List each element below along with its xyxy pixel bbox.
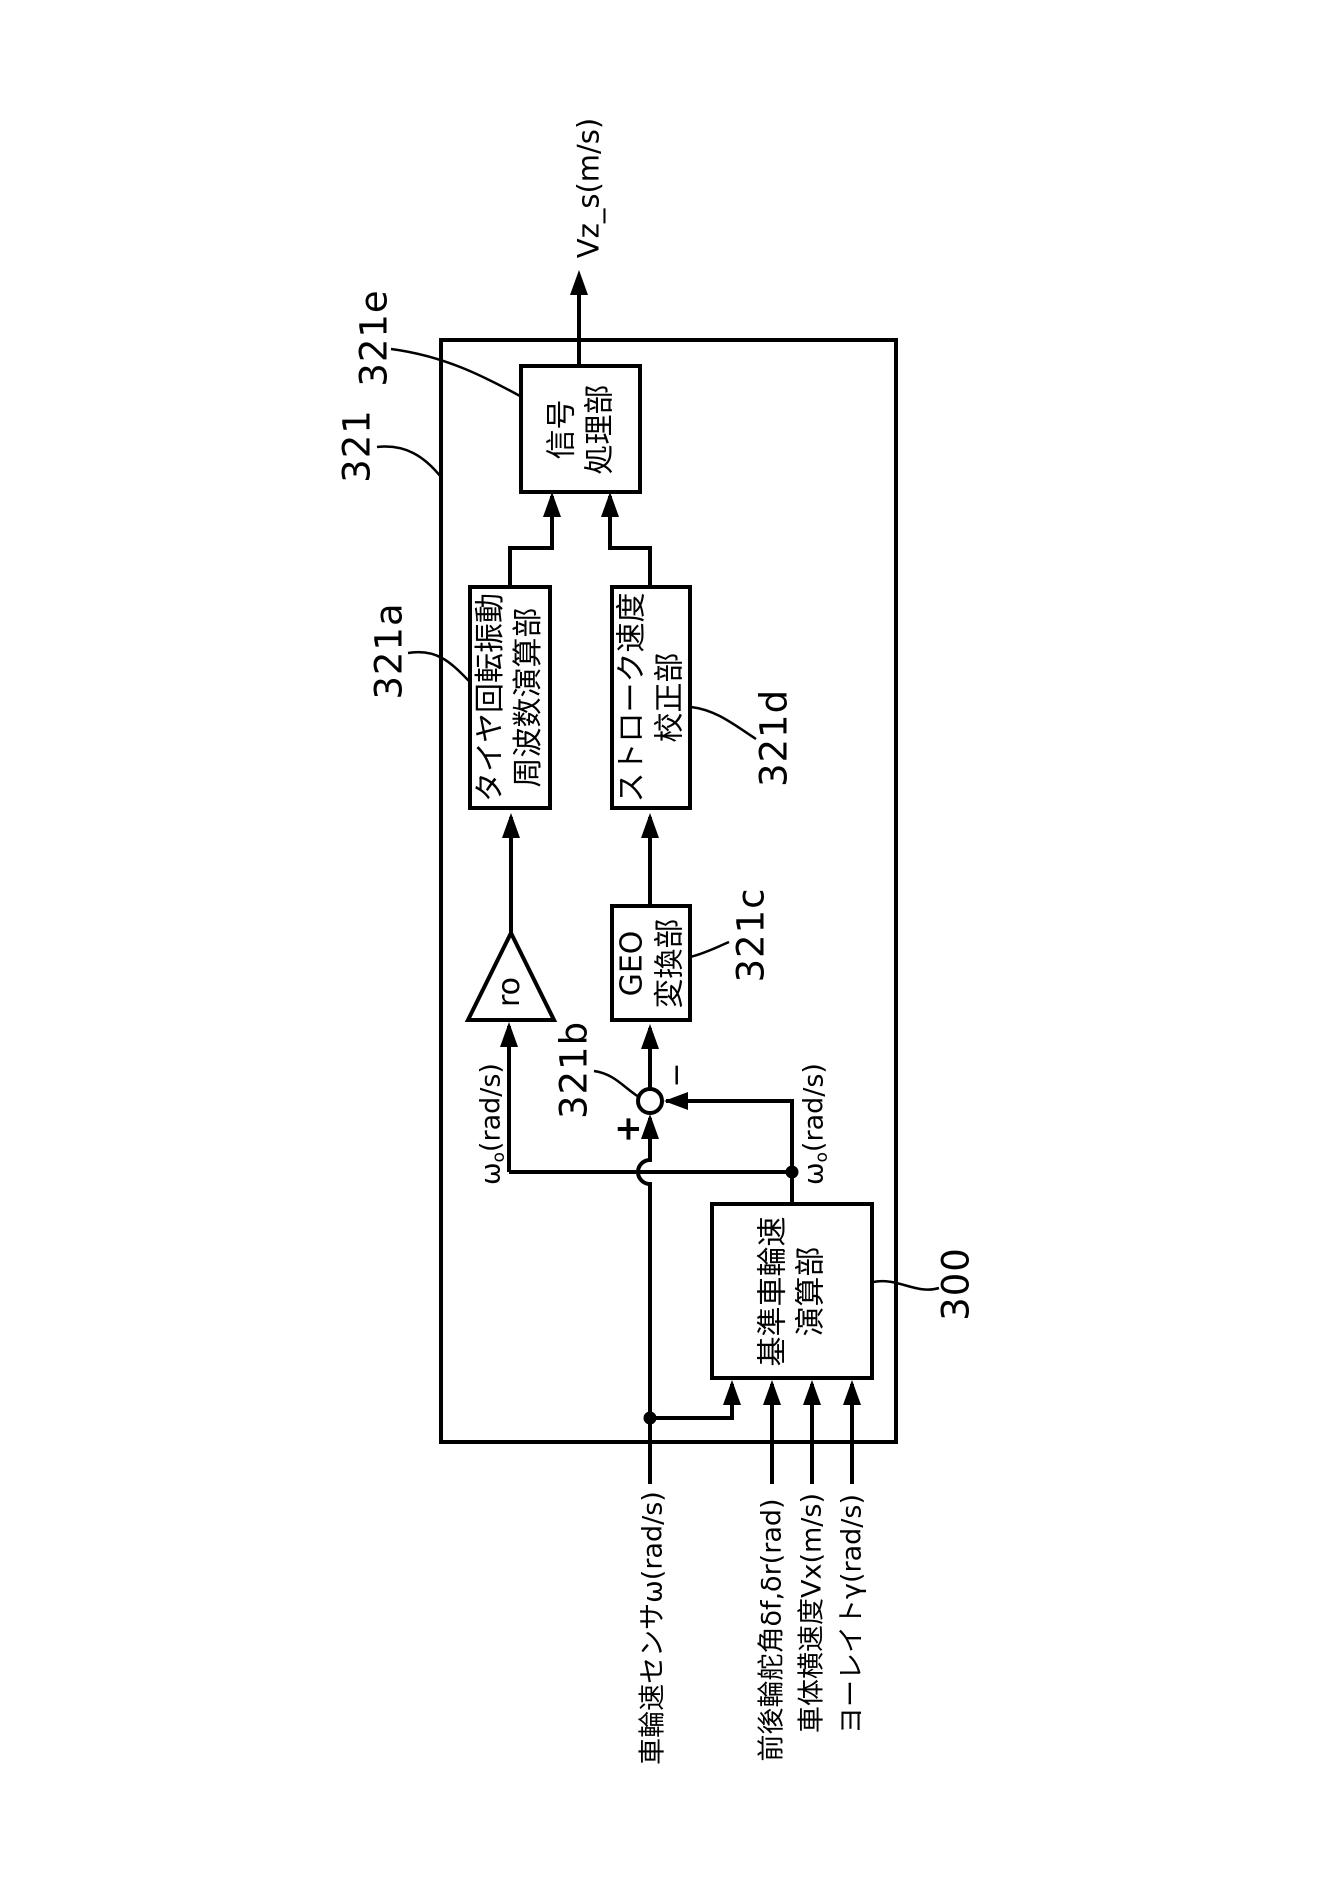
ref-321b: 321b: [552, 1020, 596, 1120]
arrowhead-minus-input: [664, 1092, 688, 1110]
geo-box: [610, 904, 692, 1022]
summing-junction-circle: [636, 1087, 664, 1115]
arrowhead-box300-in3: [803, 1380, 821, 1405]
leader-321e: [390, 347, 521, 398]
omega-unit: (rad/s): [798, 1063, 830, 1153]
junction-dot-omega0: [785, 1165, 799, 1179]
stroke-caption-line1: ストローク速度: [614, 592, 650, 803]
leader-321a: [407, 650, 471, 683]
arrowhead-output: [570, 270, 588, 295]
ref-321e: 321e: [352, 289, 396, 387]
stroke-speed-box: [610, 585, 692, 810]
tire-freq-caption: タイヤ回転振動周波数演算部: [470, 587, 550, 808]
ref-300: 300: [934, 1247, 978, 1321]
stroke-speed-caption: ストローク速度校正部: [612, 587, 690, 808]
input-label-yaw-rate: ヨーレイトγ(rad/s): [836, 1494, 868, 1734]
signal-caption-line1: 信号: [544, 399, 579, 459]
ref-321d: 321d: [752, 688, 796, 788]
input-label-steer-angle: 前後輪舵角δf,δr(rad): [756, 1498, 788, 1762]
leader-300: [872, 1279, 940, 1291]
signal-processing-box: [519, 364, 642, 494]
arrowhead-into-signal-right: [601, 492, 619, 517]
arrowhead-into-gain: [500, 1022, 518, 1047]
wheel-branch-line: [650, 1384, 734, 1420]
omega-glyph: ω: [475, 1162, 507, 1185]
arrowhead-box300-in1: [723, 1380, 741, 1405]
arrowhead-box300-in2: [763, 1380, 781, 1405]
arrowhead-into-stroke: [641, 813, 659, 838]
stroke-to-signal-line: [608, 496, 652, 587]
outer-box: [439, 338, 898, 1444]
omega0-label-left: ωo(rad/s): [475, 1063, 508, 1185]
arrowhead-into-geo: [641, 1024, 659, 1049]
leader-321d: [690, 705, 757, 741]
signal-processing-caption: 信号処理部: [521, 366, 640, 492]
omega-glyph: ω: [798, 1162, 830, 1185]
tire-caption-line1: タイヤ回転振動: [473, 592, 509, 803]
leader-321c: [689, 940, 730, 959]
wheel-speed-line: [636, 1118, 652, 1484]
plus-sign: +: [608, 1114, 648, 1144]
stroke-caption-line2: 校正部: [652, 652, 687, 743]
output-signal-label: Vz_s(m/s): [571, 117, 606, 259]
junction-dot-wheel: [643, 1411, 657, 1425]
geo-caption-line1: GEO: [614, 930, 650, 996]
gain-triangle: [464, 928, 558, 1022]
omega0-label-right: ωo(rad/s): [798, 1063, 831, 1185]
input-label-lateral-speed: 車体横速度Vx(m/s): [796, 1493, 828, 1733]
tire-caption-line2: 周波数演算部: [511, 607, 547, 788]
tire-to-signal-line: [508, 496, 554, 587]
tire-freq-box: [468, 585, 552, 810]
arrowhead-box300-in4: [843, 1380, 861, 1405]
arrowhead-into-signal-left: [543, 492, 561, 517]
ref-321c: 321c: [729, 887, 773, 983]
ref-321a: 321a: [367, 602, 411, 700]
input-label-wheel-speed: 車輪速センサω(rad/s): [637, 1491, 669, 1765]
ref-wheel-speed-caption: 基準車輪速演算部: [712, 1204, 872, 1378]
minus-sign: −: [659, 1062, 694, 1088]
signal-caption-line2: 処理部: [581, 384, 617, 474]
gain-label: ro: [492, 976, 527, 1008]
ref-wheel-caption-line2: 演算部: [793, 1246, 828, 1336]
omega-subscript: o: [810, 1152, 831, 1163]
ref-wheel-caption-line1: 基準車輪速: [755, 1216, 791, 1366]
leader-321: [376, 445, 442, 478]
minus-input-line: [666, 1099, 794, 1204]
omega-unit: (rad/s): [475, 1063, 507, 1153]
leader-321b: [593, 1069, 640, 1099]
omega-subscript: o: [487, 1152, 508, 1163]
arrowhead-into-tire: [502, 813, 520, 838]
geo-caption-line2: 変換部: [652, 918, 687, 1008]
ref-321: 321: [335, 409, 379, 483]
ref-wheel-speed-box: [710, 1202, 874, 1380]
arrowhead-plus-input: [641, 1114, 659, 1139]
